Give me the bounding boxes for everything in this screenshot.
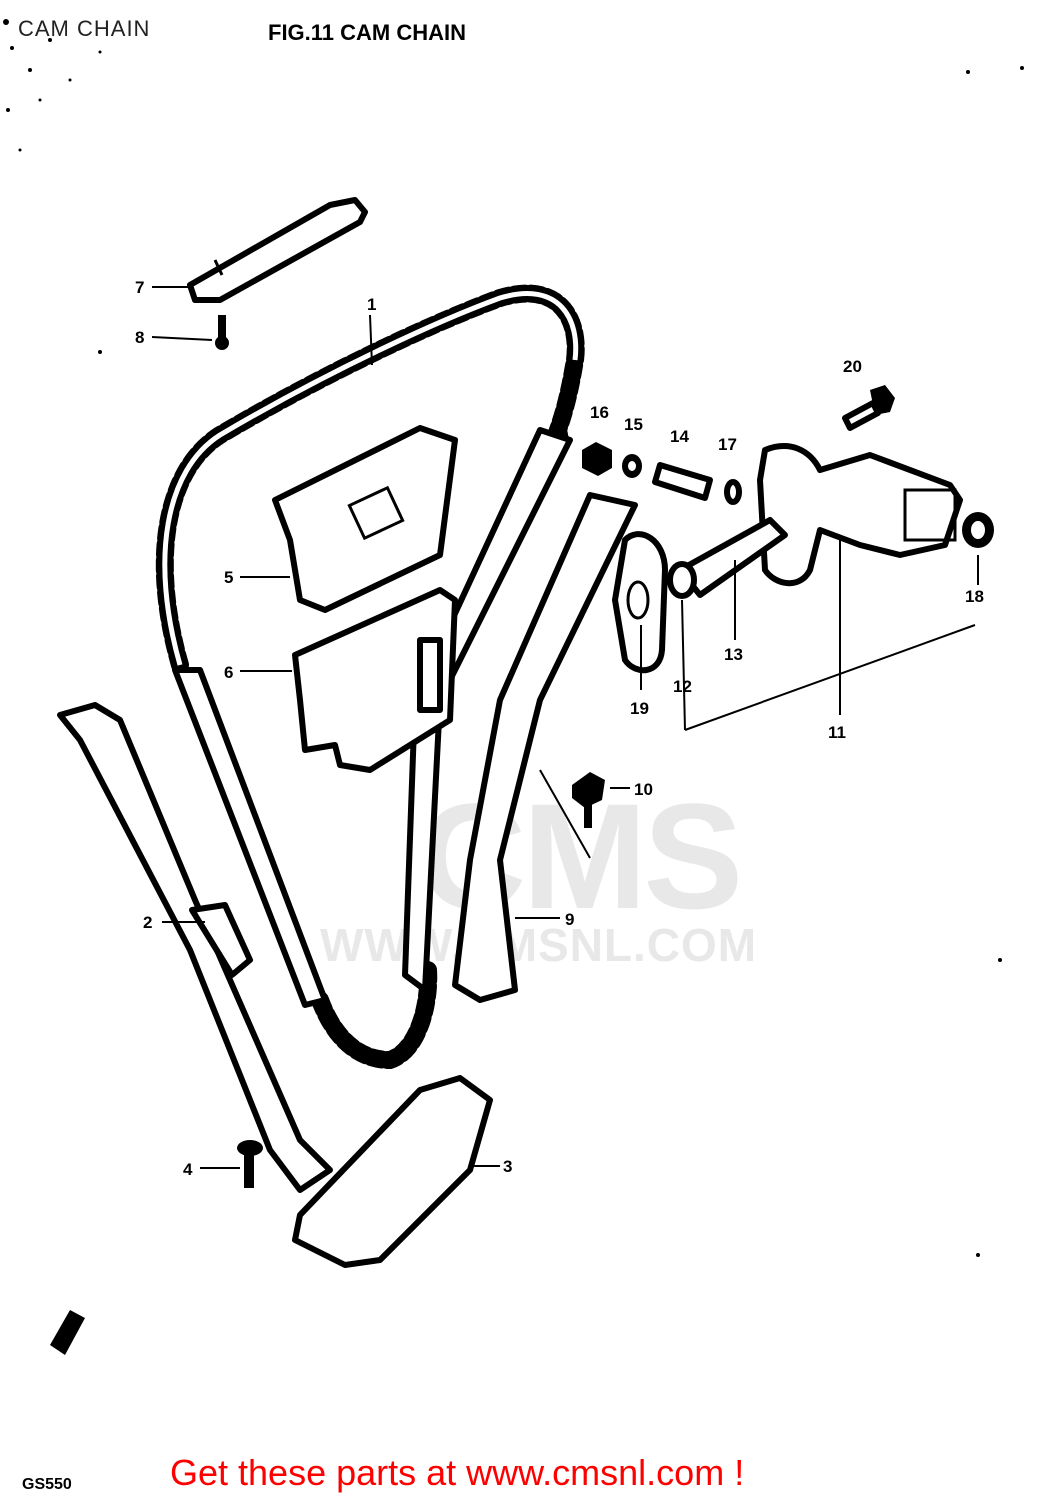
callout-10: 10 xyxy=(634,780,653,799)
model-code: GS550 xyxy=(22,1476,72,1493)
part-4-screw xyxy=(237,1140,263,1188)
callout-14: 14 xyxy=(670,427,689,446)
part-17-o-ring xyxy=(724,479,742,505)
chain-run-left xyxy=(172,667,328,1008)
callout-4: 4 xyxy=(183,1160,193,1179)
part-5-guide-block xyxy=(272,425,458,613)
callout-19: 19 xyxy=(630,699,649,718)
callout-9: 9 xyxy=(565,910,574,929)
callout-5: 5 xyxy=(224,568,233,587)
callout-11: 11 xyxy=(828,723,846,742)
leader-lines xyxy=(151,286,979,1169)
part-3-lower-guide xyxy=(292,1075,493,1268)
callout-8: 8 xyxy=(135,328,144,347)
callout-18: 18 xyxy=(965,587,984,606)
callout-12: 12 xyxy=(673,677,692,696)
callout-13: 13 xyxy=(724,645,743,664)
callout-1: 1 xyxy=(367,295,376,314)
diagram-caption: CAM CHAIN xyxy=(18,16,151,41)
part-11-tensioner-body xyxy=(757,443,963,587)
part-9-chain-guide xyxy=(452,492,638,1003)
callout-16: 16 xyxy=(590,403,609,422)
part-19-gasket xyxy=(612,531,668,674)
corner-mark xyxy=(50,1310,85,1355)
get-parts-link[interactable]: Get these parts at www.cmsnl.com ! xyxy=(170,1452,745,1493)
part-10-bolt xyxy=(572,772,605,828)
figure-title: FIG.11 CAM CHAIN xyxy=(268,20,467,45)
callout-17: 17 xyxy=(718,435,737,454)
callout-3: 3 xyxy=(503,1157,512,1176)
part-16-nut xyxy=(582,442,612,476)
callout-15: 15 xyxy=(624,415,643,434)
part-20-bolt xyxy=(842,385,895,431)
callout-2: 2 xyxy=(143,913,152,932)
part-12-plunger xyxy=(667,561,697,599)
part-6-guide-block xyxy=(292,587,458,773)
part-14-spring xyxy=(652,462,713,501)
part-7-guide-plate xyxy=(187,197,368,303)
part-2-tensioner-rod xyxy=(57,702,333,1193)
watermark-url: WWW.CMSNL.COM xyxy=(320,919,758,971)
part-8-bolt xyxy=(215,315,229,350)
callout-6: 6 xyxy=(224,663,233,682)
callout-numbers: 1 2 3 4 5 6 7 8 9 10 11 12 13 14 15 16 1… xyxy=(135,278,984,1179)
callout-20: 20 xyxy=(843,357,862,376)
scan-noise xyxy=(3,19,102,152)
callout-7: 7 xyxy=(135,278,144,297)
